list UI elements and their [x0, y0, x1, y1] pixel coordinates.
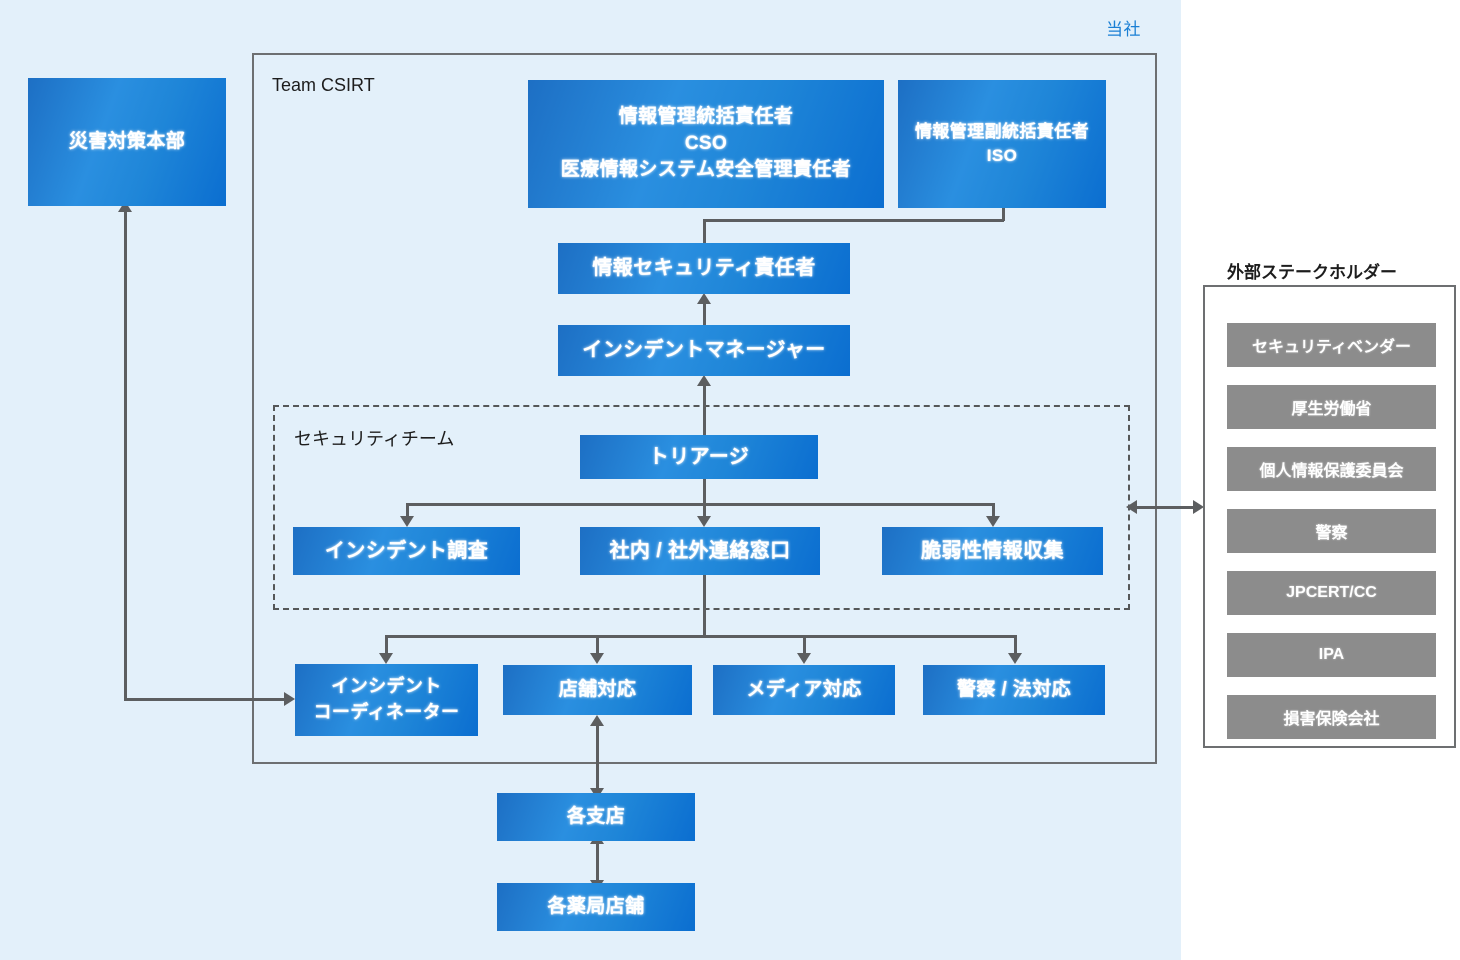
arrowhead-triage-to-manager	[697, 375, 711, 386]
connector-bus-to-investigation	[406, 503, 409, 516]
node-police-legal-response[interactable]: 警察 / 法対応	[923, 665, 1105, 715]
node-branches-line-0: 各支店	[566, 805, 626, 827]
node-vuln-collection-line-0: 脆弱性情報収集	[921, 539, 1064, 562]
node-cso[interactable]: 情報管理統括責任者 CSO 医療情報システム安全管理責任者	[528, 80, 884, 208]
node-triage-line-0: トリアージ	[648, 445, 750, 468]
arrowhead-to-store	[590, 653, 604, 664]
arrowhead-to-media	[797, 653, 811, 664]
external-stakeholders-title: 外部ステークホルダー	[1227, 263, 1397, 282]
node-cso-line-2: 医療情報システム安全管理責任者	[560, 159, 852, 181]
node-incident-coordinator-line-0: インシデント	[331, 676, 442, 697]
connector-bus-to-media	[803, 635, 806, 653]
node-cso-line-1: CSO	[684, 132, 728, 154]
arrowhead-manager-to-secofficer	[697, 293, 711, 304]
connector-secofficer-to-bus	[703, 219, 706, 245]
team-csirt-label: Team CSIRT	[272, 75, 375, 95]
node-pharmacies-line-0: 各薬局店舗	[547, 895, 645, 917]
connector-bus-to-vuln	[992, 503, 995, 516]
team-csirt-frame	[252, 53, 1157, 764]
connector-secteam-bus	[406, 503, 995, 506]
node-cso-line-0: 情報管理統括責任者	[618, 105, 794, 127]
node-incident-investigation-line-0: インシデント調査	[324, 539, 489, 562]
node-pharmacies[interactable]: 各薬局店舗	[497, 883, 695, 931]
node-incident-manager-line-0: インシデントマネージャー	[582, 339, 826, 362]
node-security-officer-line-0: 情報セキュリティ責任者	[592, 257, 816, 280]
stakeholder-police[interactable]: 警察	[1227, 509, 1436, 553]
connector-response-bus	[385, 635, 1017, 638]
arrowhead-to-investigation	[400, 516, 414, 527]
stakeholder-mhlw[interactable]: 厚生労働省	[1227, 385, 1436, 429]
external-stakeholders-panel: セキュリティベンダー 厚生労働省 個人情報保護委員会 警察 JPCERT/CC …	[1203, 285, 1456, 748]
node-media-response[interactable]: メディア対応	[713, 665, 895, 715]
node-store-response-line-0: 店舗対応	[558, 678, 637, 700]
node-police-legal-response-line-0: 警察 / 法対応	[956, 678, 1072, 700]
connector-triage-to-manager	[703, 386, 706, 435]
connector-top-bus	[703, 219, 1004, 222]
node-media-response-line-0: メディア対応	[746, 678, 862, 700]
node-incident-manager[interactable]: インシデントマネージャー	[558, 325, 850, 376]
arrowhead-branches-to-store	[590, 715, 604, 726]
node-iso-line-1: ISO	[986, 146, 1018, 165]
connector-bus-to-iso	[1002, 208, 1005, 221]
arrowhead-to-police	[1008, 653, 1022, 664]
node-store-response[interactable]: 店舗対応	[503, 665, 692, 715]
connector-manager-to-secofficer	[703, 304, 706, 325]
node-branches[interactable]: 各支店	[497, 793, 695, 841]
connector-branches-to-pharmacies	[596, 844, 599, 880]
connector-coordinator-left	[124, 698, 284, 701]
stakeholder-ppc[interactable]: 個人情報保護委員会	[1227, 447, 1436, 491]
stakeholder-insurance-company[interactable]: 損害保険会社	[1227, 695, 1436, 739]
connector-contact-down	[703, 575, 706, 637]
node-contact-window[interactable]: 社内 / 社外連絡窓口	[580, 527, 820, 575]
arrowhead-to-disaster-hq	[118, 201, 132, 212]
node-vuln-collection[interactable]: 脆弱性情報収集	[882, 527, 1103, 575]
arrowhead-to-coordinator-left	[284, 692, 295, 706]
stakeholder-security-vendor[interactable]: セキュリティベンダー	[1227, 323, 1436, 367]
node-iso-line-0: 情報管理副統括責任者	[915, 121, 1089, 141]
node-triage[interactable]: トリアージ	[580, 435, 818, 479]
arrowhead-to-coordinator	[379, 653, 393, 664]
arrowhead-external-to-inside	[1126, 500, 1137, 514]
arrowhead-inside-to-external	[1193, 500, 1204, 514]
connector-bus-to-police	[1014, 635, 1017, 653]
connector-triage-down	[703, 478, 706, 505]
stakeholder-ipa[interactable]: IPA	[1227, 633, 1436, 677]
connector-bus-to-coordinator	[385, 635, 388, 653]
node-security-officer[interactable]: 情報セキュリティ責任者	[558, 243, 850, 294]
arrowhead-to-vuln	[986, 516, 1000, 527]
connector-left-riser	[124, 212, 127, 701]
node-incident-coordinator-line-1: コーディネーター	[313, 702, 460, 722]
node-contact-window-line-0: 社内 / 社外連絡窓口	[609, 539, 791, 562]
security-team-label: セキュリティチーム	[294, 429, 455, 449]
connector-store-to-branches	[596, 726, 599, 788]
connector-bus-to-store	[596, 635, 599, 653]
node-incident-coordinator[interactable]: インシデント コーディネーター	[295, 664, 478, 736]
node-disaster-hq-line-0: 災害対策本部	[68, 130, 186, 152]
connector-contact-to-external	[1136, 506, 1198, 509]
company-label: 当社	[1106, 20, 1141, 39]
stakeholder-jpcert-cc[interactable]: JPCERT/CC	[1227, 571, 1436, 615]
arrowhead-to-contact	[697, 516, 711, 527]
node-disaster-hq[interactable]: 災害対策本部	[28, 78, 226, 206]
node-iso[interactable]: 情報管理副統括責任者 ISO	[898, 80, 1106, 208]
node-incident-investigation[interactable]: インシデント調査	[293, 527, 520, 575]
connector-bus-to-contact	[703, 503, 706, 516]
